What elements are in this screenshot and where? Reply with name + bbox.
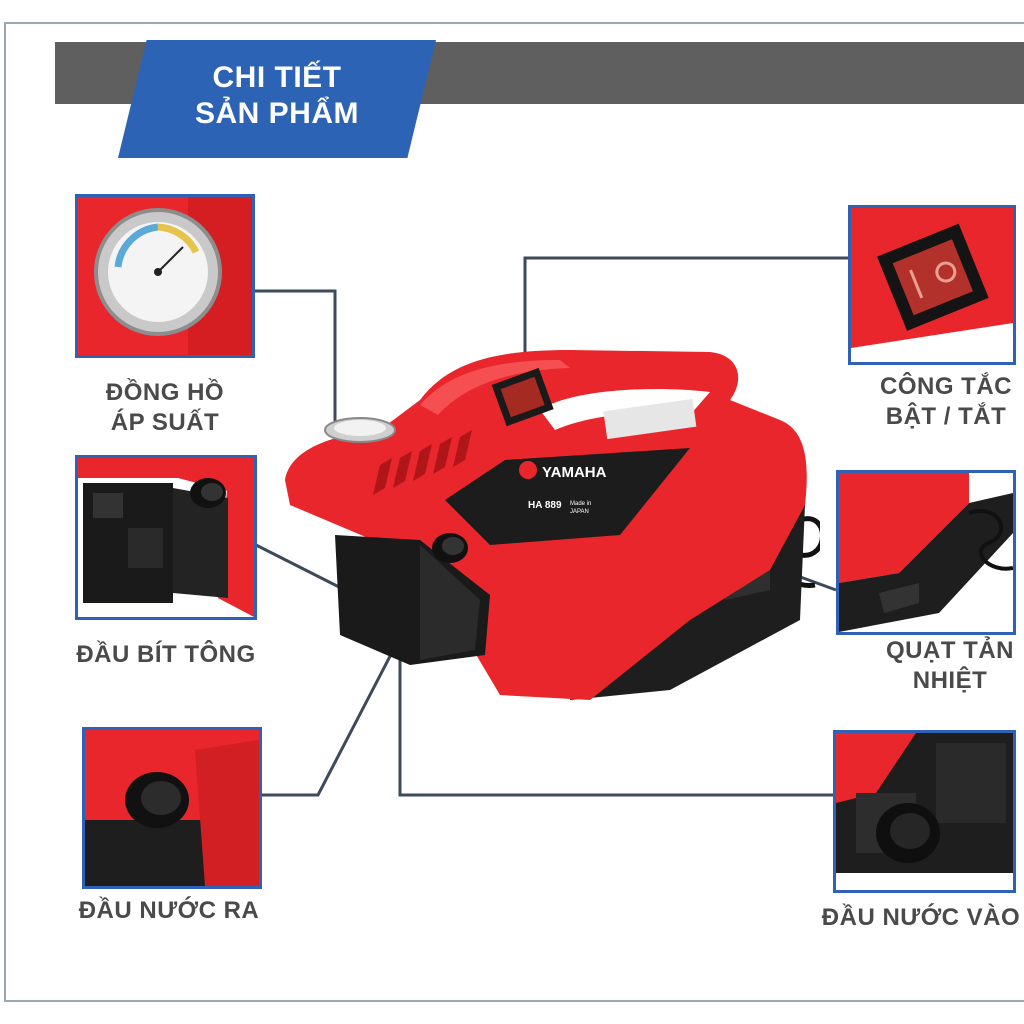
label-pressure-gauge-line2: ÁP SUẤT bbox=[110, 409, 220, 436]
water-outlet-closeup bbox=[85, 730, 259, 886]
model-text: HA 889 bbox=[528, 500, 562, 511]
power-switch-icon bbox=[491, 367, 554, 427]
spec-sticker bbox=[603, 398, 697, 440]
page-title: CHI TIẾT SẢN PHẨM bbox=[150, 60, 404, 132]
label-pressure-gauge-line1: ĐỒNG HỒ bbox=[105, 379, 225, 406]
label-water-outlet-line1: ĐẦU NƯỚC RA bbox=[78, 897, 260, 924]
label-pressure-gauge: ĐỒNG HỒ ÁP SUẤT bbox=[70, 378, 260, 438]
label-water-outlet: ĐẦU NƯỚC RA bbox=[62, 896, 276, 926]
connector-gauge bbox=[253, 289, 337, 425]
origin-text-2: JAPAN bbox=[570, 509, 589, 515]
connector-inlet bbox=[398, 660, 833, 797]
detail-cooling-fan bbox=[836, 470, 1016, 635]
page-title-line2: SẢN PHẨM bbox=[194, 97, 359, 130]
detail-pressure-gauge bbox=[75, 194, 255, 358]
label-power-switch-line2: BẬT / TẮT bbox=[885, 403, 1007, 430]
label-water-inlet: ĐẦU NƯỚC VÀO bbox=[815, 903, 1024, 933]
label-water-inlet-line1: ĐẦU NƯỚC VÀO bbox=[821, 904, 1021, 931]
label-cooling-fan: QUẠT TẢN NHIỆT bbox=[870, 636, 1024, 696]
title-banner bbox=[118, 40, 436, 158]
brand-text: YAMAHA bbox=[542, 464, 607, 481]
detail-water-inlet bbox=[833, 730, 1016, 893]
cooling-fan-closeup bbox=[839, 473, 1013, 632]
piston-head-closeup bbox=[78, 458, 254, 617]
side-vents bbox=[373, 430, 472, 495]
label-cooling-fan-line2: NHIỆT bbox=[912, 667, 988, 694]
power-switch-closeup bbox=[851, 208, 1013, 362]
page-frame bbox=[4, 22, 1024, 1002]
brand-decal bbox=[445, 448, 690, 545]
water-inlet-closeup bbox=[836, 733, 1013, 890]
label-piston-head-line1: ĐẦU BÍT TÔNG bbox=[76, 641, 256, 668]
page-title-line1: CHI TIẾT bbox=[212, 61, 342, 94]
connector-switch bbox=[523, 256, 848, 398]
origin-text-1: Made in bbox=[570, 501, 591, 507]
pressure-gauge-closeup bbox=[78, 197, 252, 355]
detail-power-switch bbox=[848, 205, 1016, 365]
label-piston-head: ĐẦU BÍT TÔNG bbox=[60, 640, 272, 670]
pressure-washer-illustration: YAMAHA HA 889 Made in JAPAN bbox=[285, 350, 820, 700]
detail-water-outlet bbox=[82, 727, 262, 889]
detail-piston-head bbox=[75, 455, 257, 620]
label-cooling-fan-line1: QUẠT TẢN bbox=[886, 637, 1014, 664]
label-power-switch-line1: CÔNG TẮC bbox=[880, 373, 1012, 400]
label-power-switch: CÔNG TẮC BẬT / TẮT bbox=[860, 372, 1024, 432]
connector-piston bbox=[255, 543, 346, 592]
yamaha-logo-icon bbox=[519, 461, 537, 479]
